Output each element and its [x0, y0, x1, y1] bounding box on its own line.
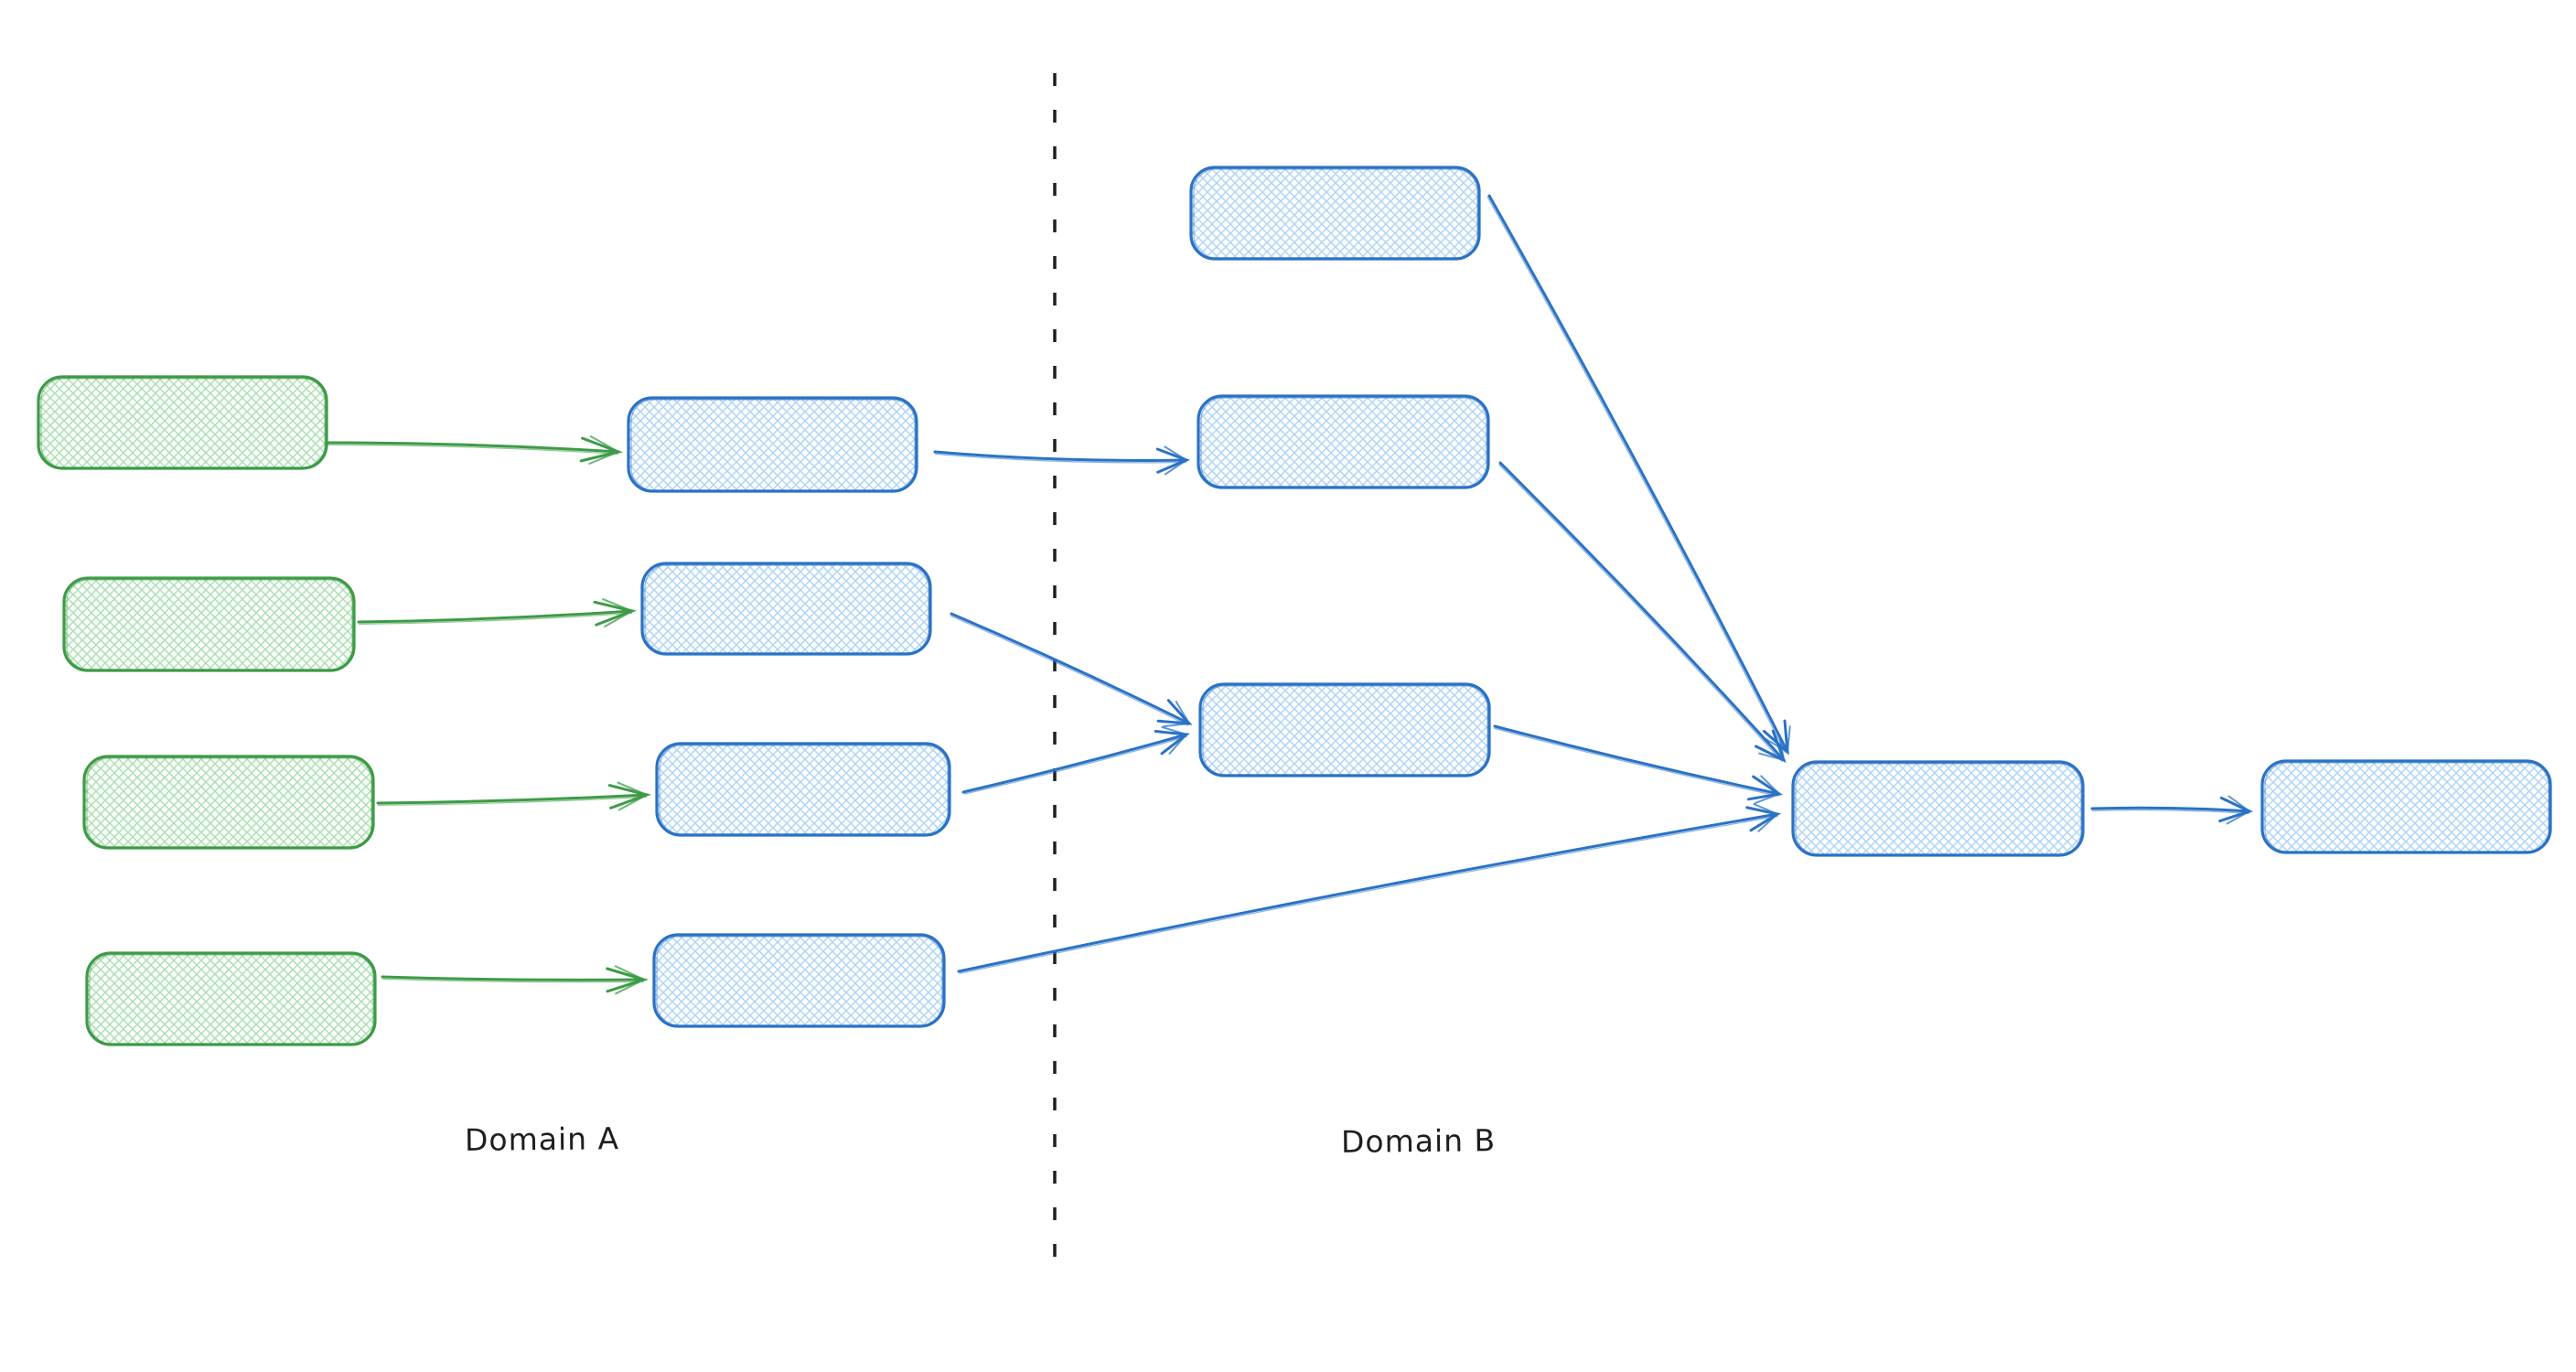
node-source-3: [82, 755, 375, 850]
node-merge: [1791, 760, 2085, 857]
node-stage-a-4: [652, 933, 946, 1028]
edge-source-4-to-stage-a-4: [381, 965, 649, 995]
edge-stage-a-1-to-domain-b-2: [933, 445, 1191, 476]
node-output: [2260, 759, 2552, 854]
node-domain-b-3: [1198, 682, 1491, 777]
edge-domain-b-1-to-merge: [1487, 194, 1791, 756]
node-stage-a-1: [627, 396, 918, 493]
edge-source-2-to-stage-a-2: [357, 598, 638, 627]
edge-domain-b-3-to-merge: [1493, 724, 1783, 804]
node-source-1: [37, 375, 328, 470]
edge-stage-a-4-to-merge: [957, 803, 1781, 975]
node-domain-b-1: [1189, 166, 1481, 261]
edge-stage-a-2-to-domain-b-3: [950, 612, 1193, 728]
domain-a-label: Domain A: [464, 1120, 620, 1158]
node-stage-a-2: [640, 562, 932, 656]
domain-b-label: Domain B: [1340, 1122, 1497, 1160]
edge-domain-b-2-to-merge: [1497, 461, 1787, 764]
node-domain-b-2: [1197, 394, 1490, 489]
node-source-2: [62, 576, 356, 672]
node-stage-a-3: [655, 742, 951, 837]
edge-merge-to-output: [2090, 795, 2254, 825]
edge-source-3-to-stage-a-3: [376, 781, 652, 811]
edge-source-1-to-stage-a-1: [326, 435, 624, 465]
edge-stage-a-3-to-domain-b-3: [961, 725, 1190, 795]
node-source-4: [85, 951, 377, 1046]
